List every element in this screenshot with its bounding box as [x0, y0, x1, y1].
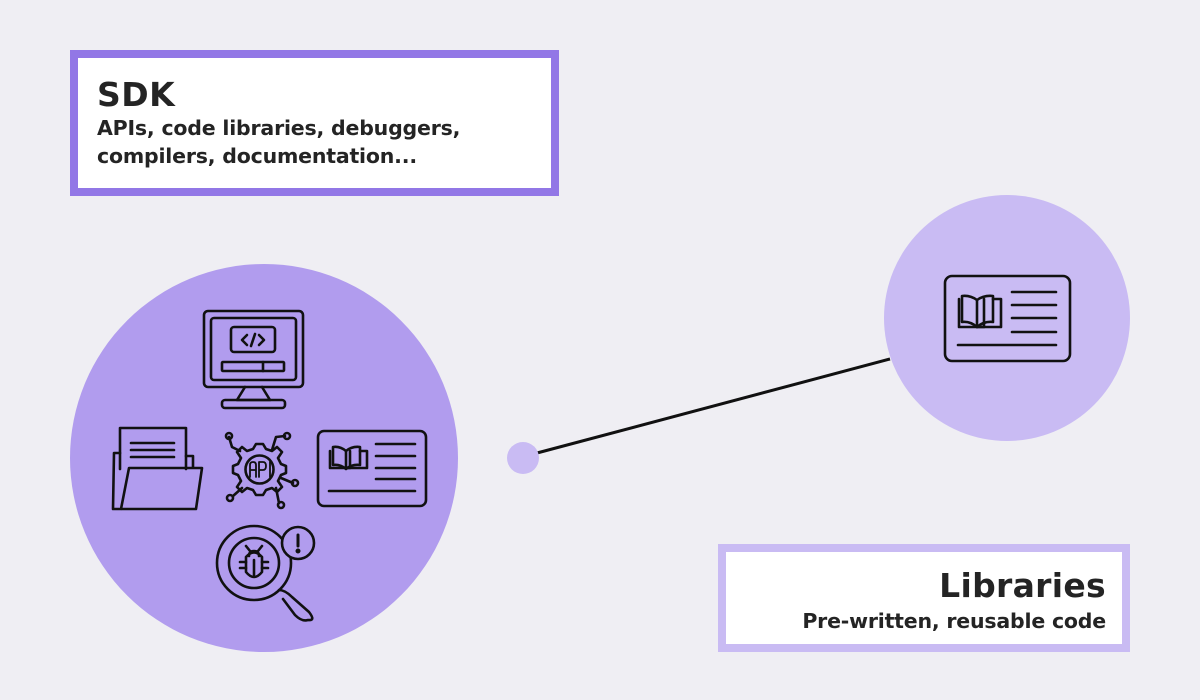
- connector-line: [536, 357, 891, 455]
- libraries-book-card-icon: [943, 274, 1072, 363]
- libraries-label-box: Libraries Pre-written, reusable code: [718, 544, 1130, 652]
- libraries-description: Pre-written, reusable code: [802, 609, 1106, 633]
- code-monitor-icon: [202, 309, 305, 410]
- api-label: [249, 461, 271, 478]
- library-book-card-icon: [316, 429, 428, 508]
- sdk-description-line1: APIs, code libraries, debuggers,: [97, 116, 461, 140]
- sdk-label-box: SDK APIs, code libraries, debuggers, com…: [70, 50, 559, 196]
- libraries-circle: [884, 195, 1130, 441]
- bug-search-icon: [215, 524, 316, 622]
- sdk-description-line2: compilers, documentation...: [97, 144, 417, 168]
- folder-documents-icon: [111, 426, 204, 511]
- sdk-title: SDK: [97, 75, 176, 114]
- connector-dot: [507, 442, 539, 474]
- sdk-circle: [70, 264, 458, 652]
- libraries-title: Libraries: [939, 566, 1106, 605]
- api-gear-icon: [224, 431, 300, 510]
